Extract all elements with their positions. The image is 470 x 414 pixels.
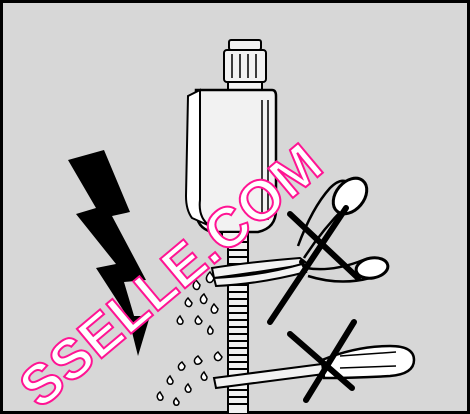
faucet-connector-icon [224,40,266,90]
